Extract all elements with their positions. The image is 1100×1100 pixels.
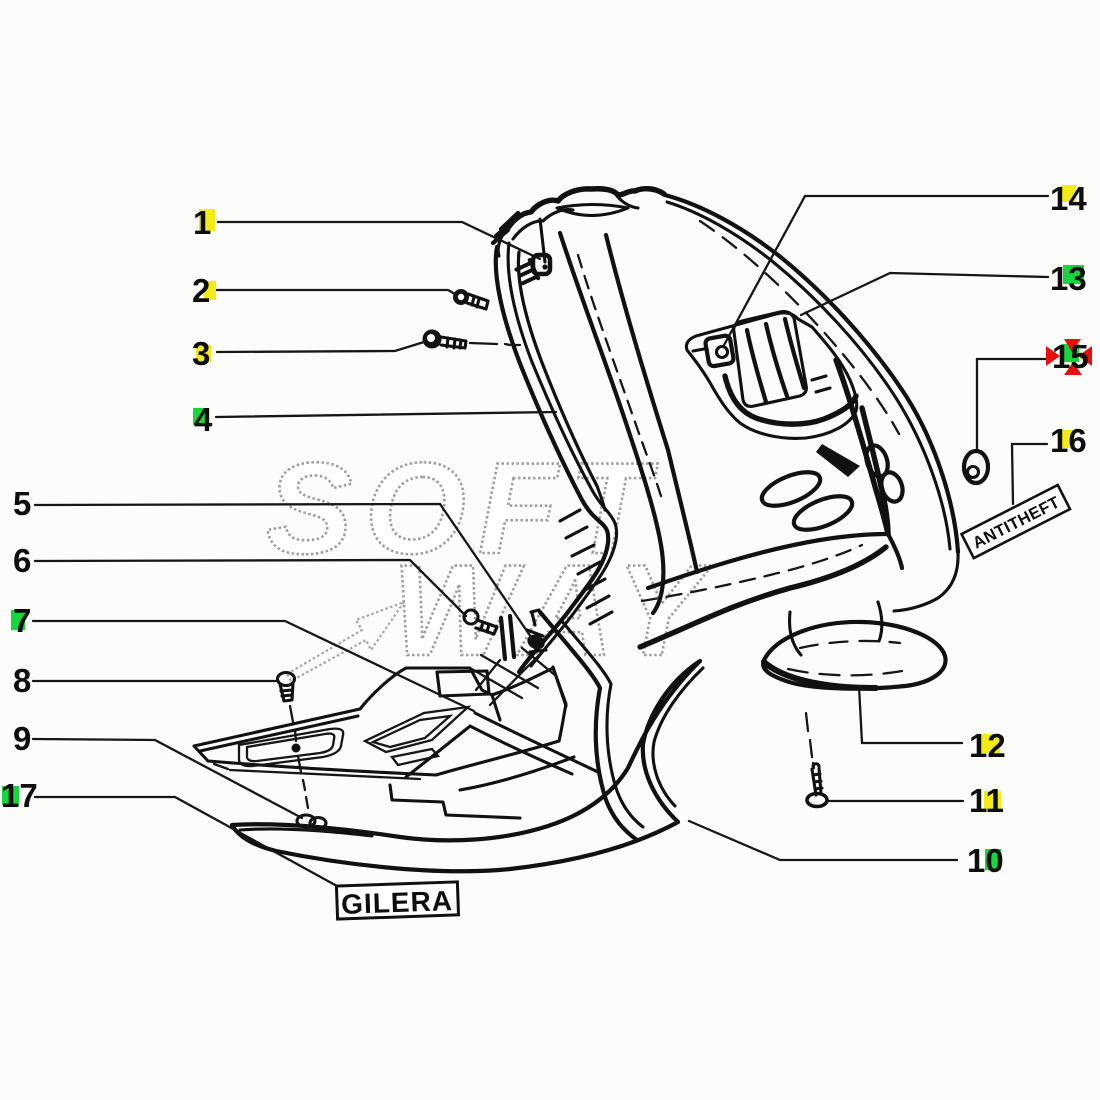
svg-text:6: 6 (13, 542, 31, 579)
svg-text:4: 4 (194, 401, 213, 438)
svg-text:9: 9 (13, 720, 31, 757)
svg-text:GILERA: GILERA (341, 885, 454, 920)
svg-text:5: 5 (13, 485, 31, 522)
svg-text:16: 16 (1050, 422, 1087, 459)
svg-text:10: 10 (967, 842, 1004, 879)
svg-text:2: 2 (192, 272, 210, 309)
svg-text:WAY: WAY (392, 537, 714, 683)
svg-text:7: 7 (13, 602, 31, 639)
svg-text:3: 3 (192, 335, 210, 372)
svg-text:12: 12 (969, 727, 1006, 764)
svg-text:15: 15 (1052, 338, 1089, 375)
svg-text:17: 17 (1, 777, 38, 814)
svg-text:8: 8 (13, 662, 31, 699)
svg-text:13: 13 (1050, 260, 1087, 297)
svg-text:11: 11 (969, 782, 1004, 819)
svg-text:14: 14 (1050, 180, 1087, 217)
svg-text:1: 1 (193, 204, 211, 241)
